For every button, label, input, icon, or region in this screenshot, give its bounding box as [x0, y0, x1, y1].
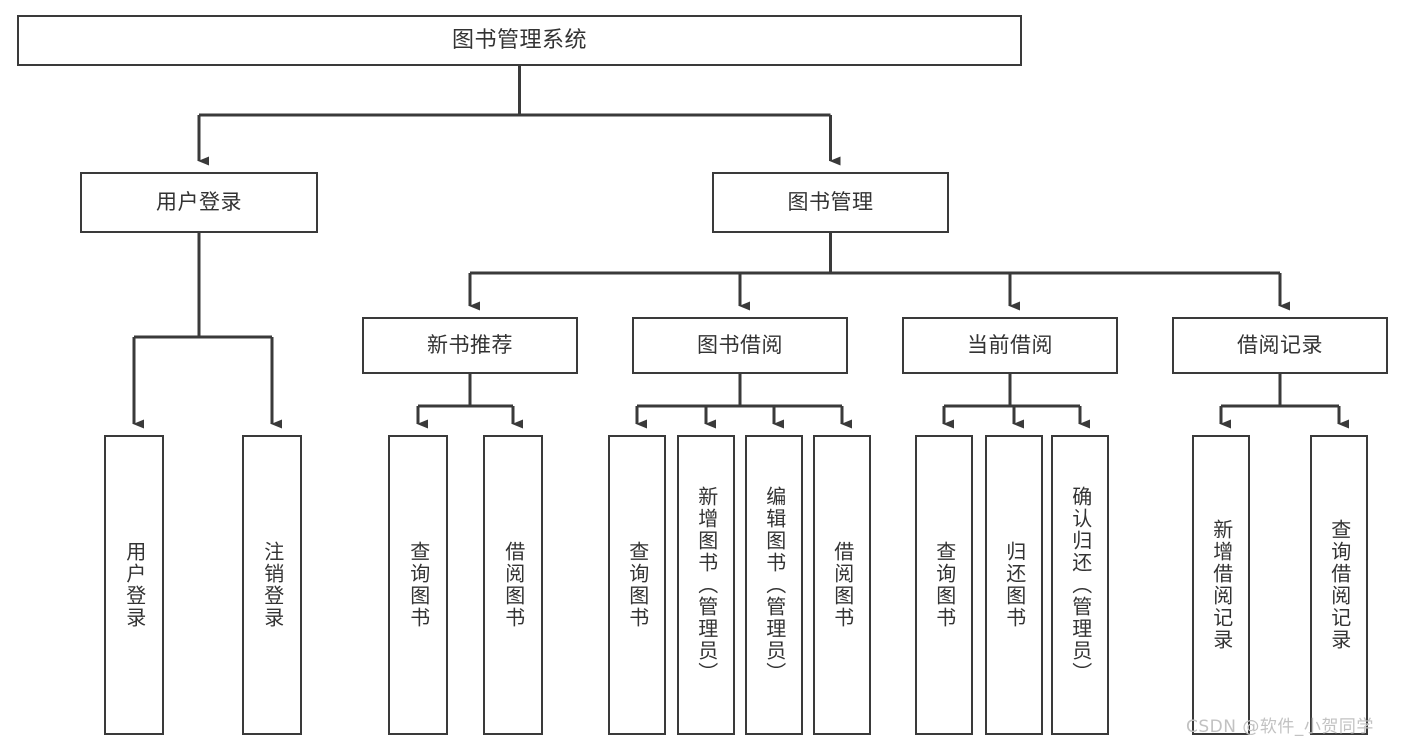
node-label: 新增图书（管理员）	[694, 486, 719, 684]
node-label: 新书推荐	[427, 333, 513, 358]
node-label: 查询图书	[406, 541, 431, 629]
node-user-login[interactable]: 用户登录	[80, 172, 318, 233]
node-leaf-borrow-book-2[interactable]: 借阅图书	[813, 435, 871, 735]
node-label: 新增借阅记录	[1209, 519, 1234, 651]
node-label: 查询图书	[625, 541, 650, 629]
node-borrow-record[interactable]: 借阅记录	[1172, 317, 1388, 374]
node-label: 借阅记录	[1237, 333, 1323, 358]
node-book-borrow[interactable]: 图书借阅	[632, 317, 848, 374]
node-leaf-query-book-1[interactable]: 查询图书	[388, 435, 448, 735]
node-label: 图书管理	[787, 190, 874, 215]
node-label: 归还图书	[1002, 541, 1027, 629]
node-leaf-user-login[interactable]: 用户登录	[104, 435, 164, 735]
node-label: 用户登录	[156, 190, 242, 215]
node-label: 注销登录	[260, 541, 285, 629]
node-leaf-logout[interactable]: 注销登录	[242, 435, 302, 735]
node-leaf-borrow-book-1[interactable]: 借阅图书	[483, 435, 543, 735]
csdn-watermark: CSDN @软件_小贺同学	[1186, 717, 1374, 737]
node-root[interactable]: 图书管理系统	[17, 15, 1022, 66]
node-label: 编辑图书（管理员）	[762, 486, 787, 684]
node-label: 借阅图书	[501, 541, 526, 629]
node-leaf-query-book-2[interactable]: 查询图书	[608, 435, 666, 735]
node-label: 确认归还（管理员）	[1068, 486, 1093, 684]
node-book-manage[interactable]: 图书管理	[712, 172, 949, 233]
node-leaf-add-book[interactable]: 新增图书（管理员）	[677, 435, 735, 735]
node-label: 查询借阅记录	[1327, 519, 1352, 651]
node-label: 图书管理系统	[451, 27, 587, 53]
node-leaf-return-book[interactable]: 归还图书	[985, 435, 1043, 735]
node-leaf-query-book-3[interactable]: 查询图书	[915, 435, 973, 735]
node-leaf-add-record[interactable]: 新增借阅记录	[1192, 435, 1250, 735]
node-label: 图书借阅	[697, 333, 783, 358]
node-label: 用户登录	[122, 541, 147, 629]
node-label: 借阅图书	[830, 541, 855, 629]
node-current-borrow[interactable]: 当前借阅	[902, 317, 1118, 374]
node-leaf-confirm-return[interactable]: 确认归还（管理员）	[1051, 435, 1109, 735]
node-label: 查询图书	[932, 541, 957, 629]
node-leaf-edit-book[interactable]: 编辑图书（管理员）	[745, 435, 803, 735]
node-new-book-rec[interactable]: 新书推荐	[362, 317, 578, 374]
node-label: 当前借阅	[967, 333, 1053, 358]
node-leaf-query-record[interactable]: 查询借阅记录	[1310, 435, 1368, 735]
